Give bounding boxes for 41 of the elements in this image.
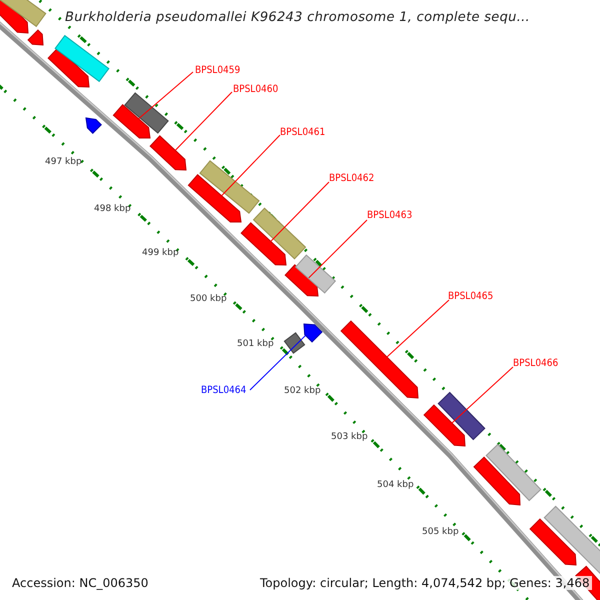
- gene-label: BPSL0464: [201, 386, 246, 396]
- gene-block: [423, 404, 466, 447]
- tick-label: 497 kbp: [45, 158, 82, 167]
- leader-line: [451, 366, 514, 424]
- gene-block: [240, 222, 287, 266]
- gene-block: [303, 323, 323, 343]
- tick-label: 502 kbp: [284, 387, 321, 396]
- leader-line: [174, 92, 232, 151]
- gene-block: [85, 117, 102, 134]
- gene-label: BPSL0461: [280, 128, 326, 138]
- leader-line: [270, 182, 330, 242]
- leader-line: [221, 134, 280, 196]
- tick-label: 498 kbp: [94, 205, 131, 214]
- leader-line: [138, 72, 194, 120]
- title: Burkholderia pseudomallei K96243 chromosome 1, complete sequ...: [65, 11, 530, 24]
- leader-line: [386, 300, 450, 358]
- accession-text: Accession: NC_006350: [11, 576, 150, 590]
- gene-block: [340, 320, 419, 399]
- tick-label: 501 kbp: [237, 340, 274, 349]
- genome-summary-text: Topology: circular; Length: 4,074,542 bp; Genes: 3,468: [258, 576, 592, 590]
- gene-label: BPSL0465: [448, 292, 494, 302]
- gene-block: [284, 264, 319, 297]
- gene-block: [473, 456, 521, 506]
- gene-block: [112, 104, 151, 138]
- gene-block: [188, 174, 242, 222]
- tick-label: 500 kbp: [190, 295, 227, 304]
- leader-line: [308, 220, 368, 278]
- gene-label: BPSL0463: [367, 211, 412, 221]
- gene-label: BPSL0460: [233, 85, 278, 95]
- gene-block: [529, 518, 577, 566]
- gene-label: BPSL0466: [513, 359, 558, 369]
- leader-line: [250, 334, 306, 390]
- tick-label: 505 kbp: [422, 528, 459, 537]
- gene-block: [47, 47, 90, 88]
- tick-label: 504 kbp: [377, 481, 414, 490]
- gene-label: BPSL0462: [329, 174, 374, 184]
- gene-block: [0, 0, 29, 34]
- tick-label: 503 kbp: [331, 433, 368, 442]
- gene-block: [150, 135, 187, 171]
- gene-label: BPSL0459: [195, 66, 240, 76]
- tick-label: 499 kbp: [142, 249, 179, 258]
